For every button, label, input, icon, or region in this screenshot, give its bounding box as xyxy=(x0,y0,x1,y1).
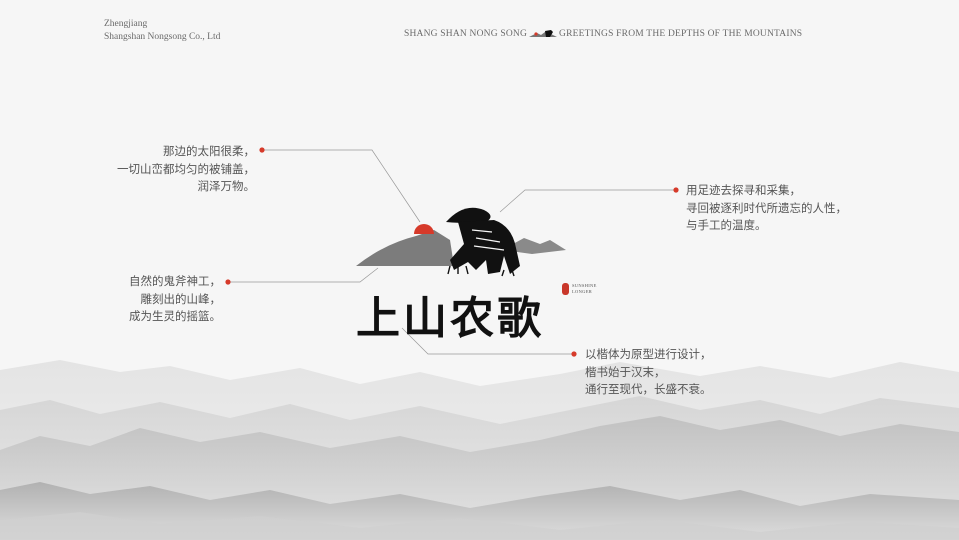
callout-bottom-right-line-2: 楷书始于汉末， xyxy=(585,364,666,379)
farmer-mountain-logo-icon xyxy=(356,207,566,277)
callout-mid-left: 自然的鬼斧神工， 雕刻出的山峰， 成为生灵的摇篮。 xyxy=(129,273,221,326)
logo-seal-icon xyxy=(562,283,569,295)
callout-top-right-line-1: 用足迹去探寻和采集， xyxy=(686,183,801,197)
logo-farmer-hat xyxy=(446,207,491,223)
callout-top-left-line-1: 那边的太阳很柔， xyxy=(163,144,255,158)
callout-mid-left-line-3: 成为生灵的摇篮。 xyxy=(129,309,221,323)
company-name: Zhengjiang Shangshan Nongsong Co., Ltd xyxy=(104,18,220,44)
callout-top-left-line-2: 一切山峦都均匀的被铺盖， xyxy=(117,161,255,176)
callout-top-left: 那边的太阳很柔， 一切山峦都均匀的被铺盖， 润泽万物。 xyxy=(117,143,255,196)
callout-mid-left-line-2: 雕刻出的山峰， xyxy=(140,291,222,306)
logo-subtitle-line-2: LONGER xyxy=(572,289,593,294)
logo-sun xyxy=(414,224,434,234)
logo-farmer-detail xyxy=(471,229,505,251)
logo-subtitle: SUNSHINE LONGER xyxy=(572,283,597,295)
logo-mountain-left xyxy=(356,230,454,266)
callout-bottom-right-line-3: 通行至现代，长盛不衰。 xyxy=(585,382,712,396)
callout-top-right-line-2: 寻回被逐利时代所遗忘的人性， xyxy=(686,200,847,215)
logo-mountain-right xyxy=(502,238,566,254)
logo-crops xyxy=(447,264,515,277)
header-tagline: SHANG SHAN NONG SONG GREETINGS FROM THE … xyxy=(404,29,802,39)
logo-subtitle-line-1: SUNSHINE xyxy=(572,283,597,288)
tagline-right: GREETINGS FROM THE DEPTHS OF THE MOUNTAI… xyxy=(559,29,803,39)
callout-bottom-right: 以楷体为原型进行设计， 楷书始于汉末， 通行至现代，长盛不衰。 xyxy=(585,346,712,399)
company-line-1: Zhengjiang xyxy=(104,19,148,29)
logo-title: 上山农歌 xyxy=(356,293,544,344)
callout-bottom-right-line-1: 以楷体为原型进行设计， xyxy=(585,347,712,361)
company-line-2: Shangshan Nongsong Co., Ltd xyxy=(104,32,221,42)
callout-top-left-line-3: 润泽万物。 xyxy=(197,179,256,193)
callout-top-right-line-3: 与手工的温度。 xyxy=(686,218,767,232)
mini-farmer-logo-icon xyxy=(529,30,558,37)
callout-top-right: 用足迹去探寻和采集， 寻回被逐利时代所遗忘的人性， 与手工的温度。 xyxy=(686,182,847,235)
tagline-left: SHANG SHAN NONG SONG xyxy=(404,29,528,39)
callout-mid-left-line-1: 自然的鬼斧神工， xyxy=(129,274,221,288)
